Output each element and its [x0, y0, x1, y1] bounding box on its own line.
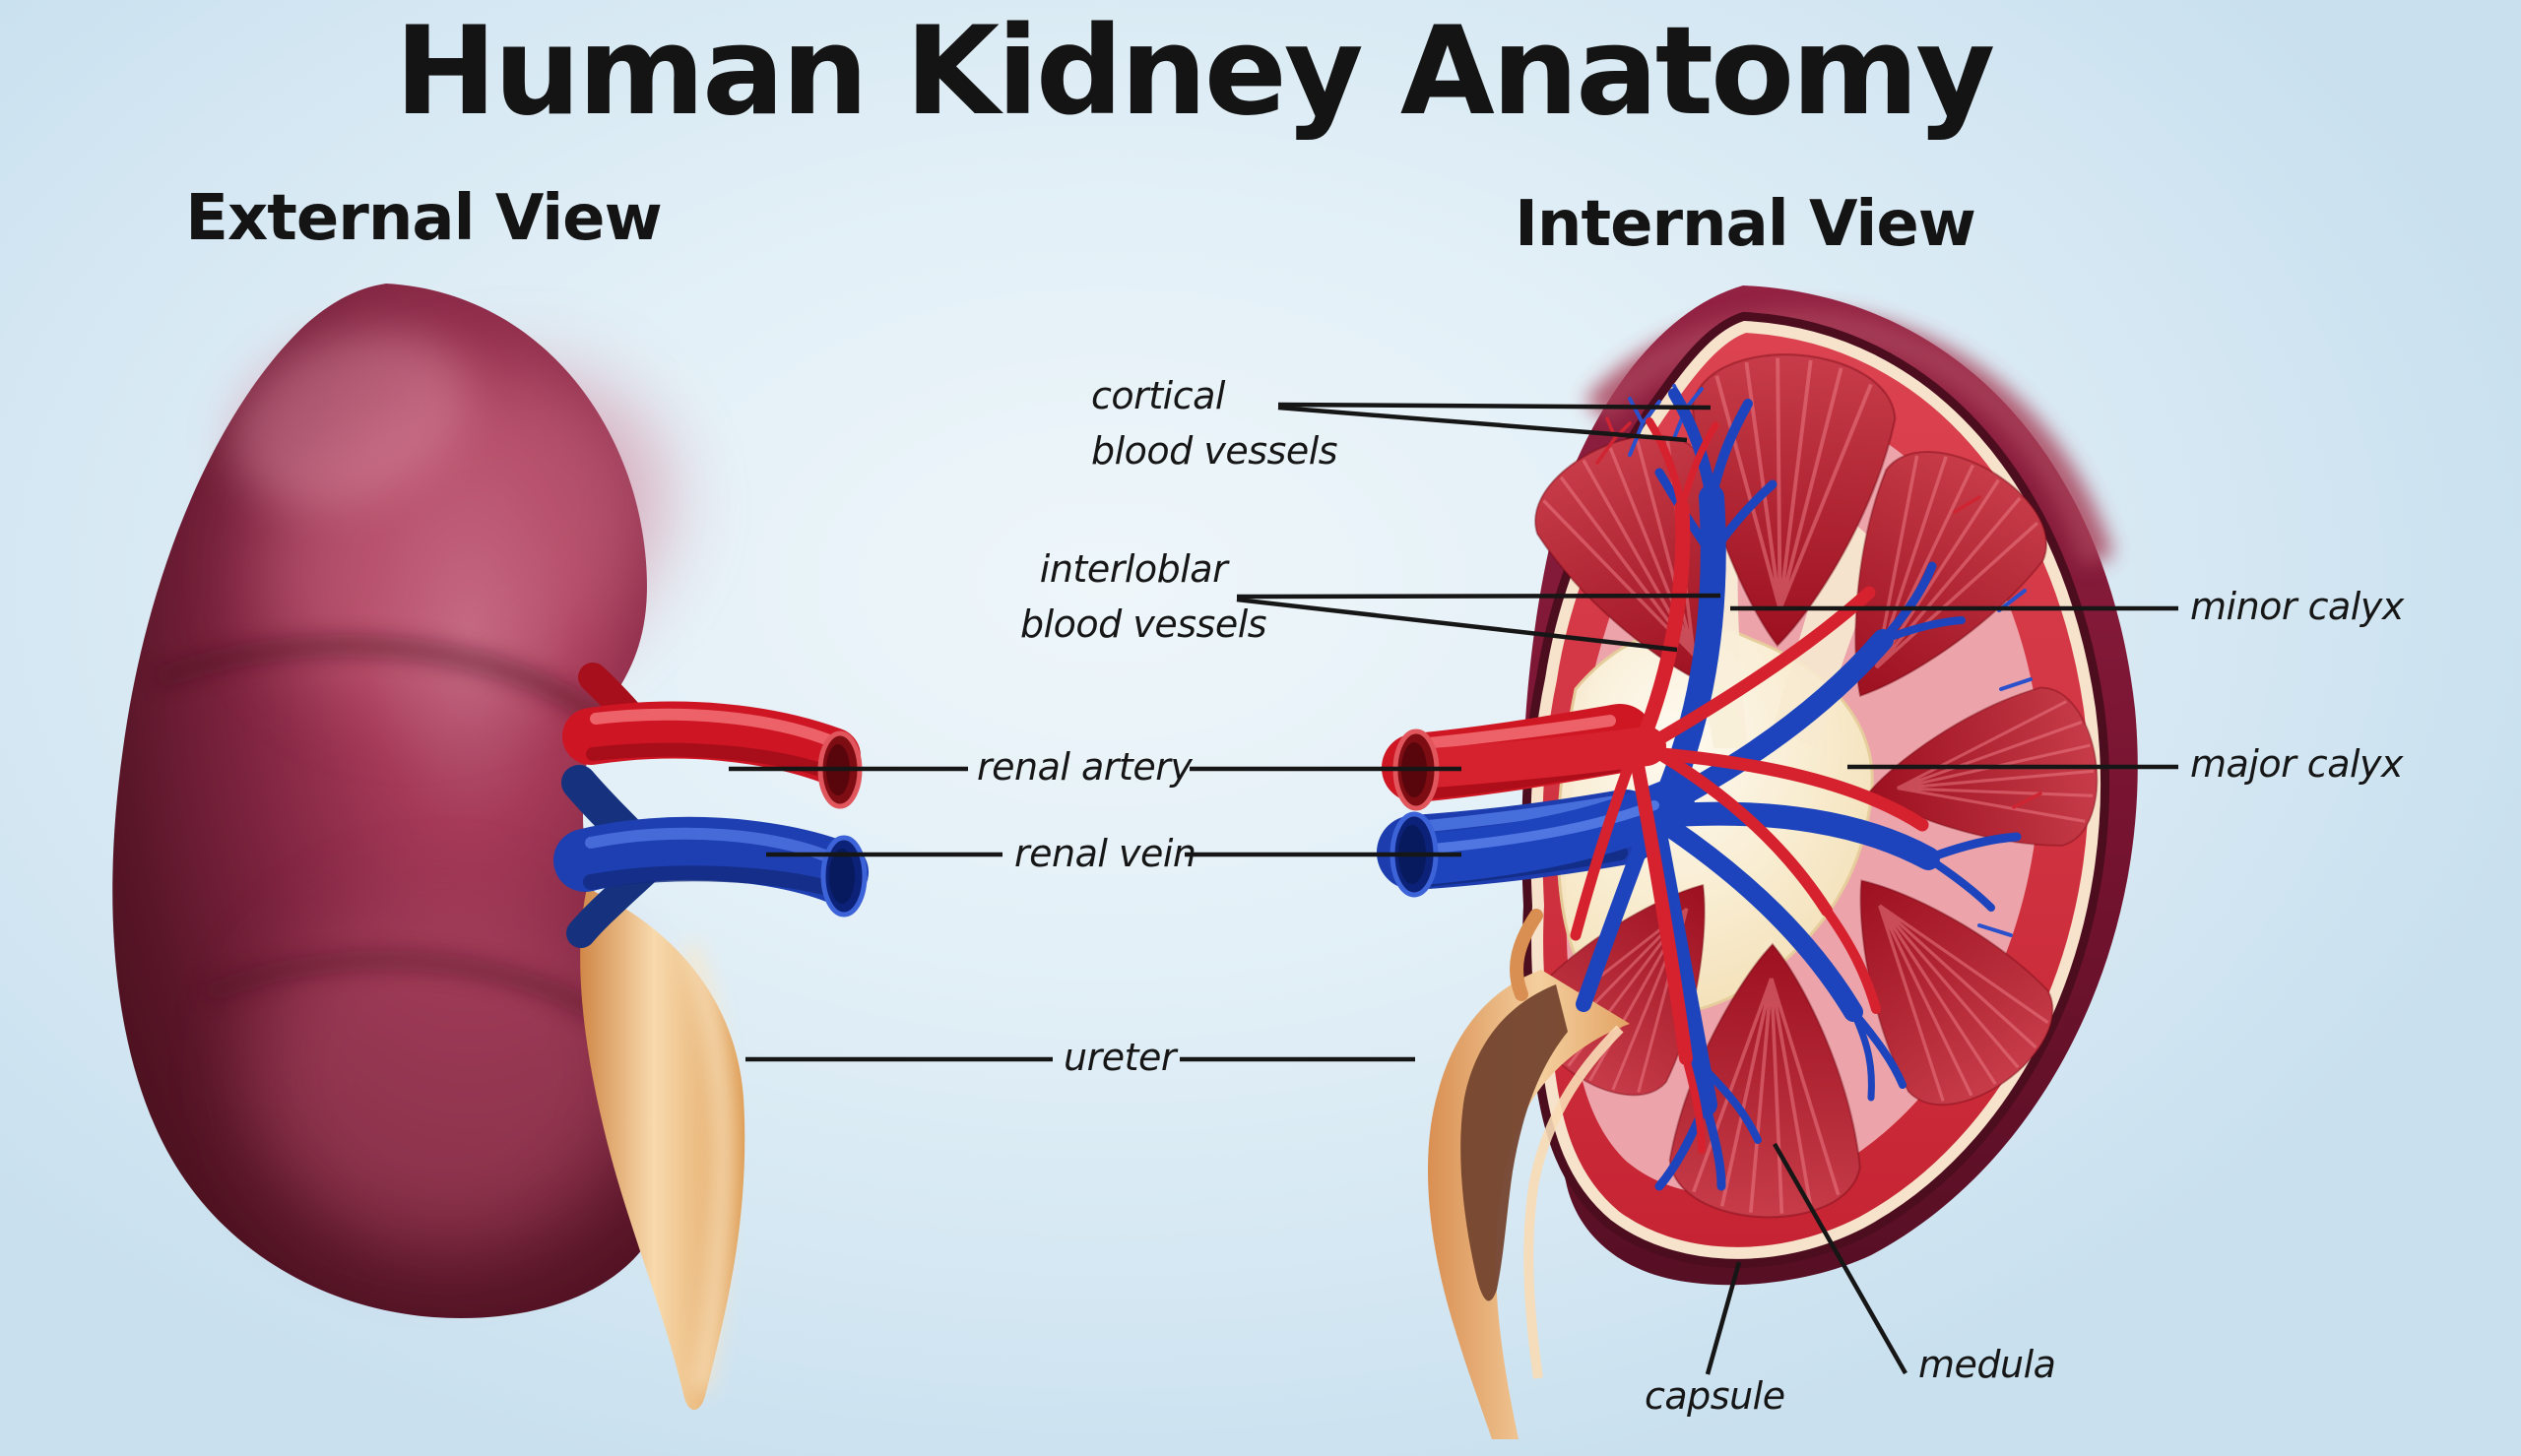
label-renal-artery: renal artery	[977, 745, 1193, 789]
renal-artery-tree	[1413, 417, 1929, 1154]
internal-kidney-illustration	[1377, 285, 2138, 1439]
label-minor-calyx: minor calyx	[2190, 585, 2404, 628]
internal-view-heading: Internal View	[1515, 188, 1976, 261]
leader-capsule	[1705, 1261, 1742, 1375]
label-cortical-line2: blood vessels	[1091, 429, 1338, 473]
leader-interlobar-1	[1236, 593, 1721, 600]
page-title: Human Kidney Anatomy	[394, 1, 1996, 143]
external-ureter	[580, 888, 745, 1411]
label-medulla: medula	[1918, 1343, 2056, 1386]
label-renal-vein: renal vein	[1014, 832, 1196, 875]
label-capsule: capsule	[1645, 1374, 1785, 1418]
label-major-calyx: major calyx	[2190, 742, 2404, 786]
internal-ureter	[1427, 909, 1630, 1439]
label-cortical-blood-vessels: cortical blood vessels	[1091, 368, 1338, 478]
leader-cortical-2	[1277, 405, 1688, 443]
label-interlobar-line2: blood vessels	[1020, 602, 1267, 646]
label-interlobar-line1: interloblar	[1039, 547, 1228, 591]
external-view-heading: External View	[185, 182, 662, 255]
external-kidney-illustration	[112, 284, 869, 1411]
leader-cortical-1	[1277, 402, 1712, 411]
label-ureter: ureter	[1064, 1036, 1177, 1079]
leader-medulla	[1773, 1142, 1907, 1375]
label-interlobar-blood-vessels: interloblar blood vessels	[1020, 541, 1267, 652]
external-renal-vein	[553, 816, 869, 918]
external-renal-artery	[562, 663, 863, 809]
label-cortical-line1: cortical	[1091, 374, 1225, 417]
leader-interlobar-2	[1236, 597, 1678, 653]
leader-lines	[729, 402, 2178, 1375]
